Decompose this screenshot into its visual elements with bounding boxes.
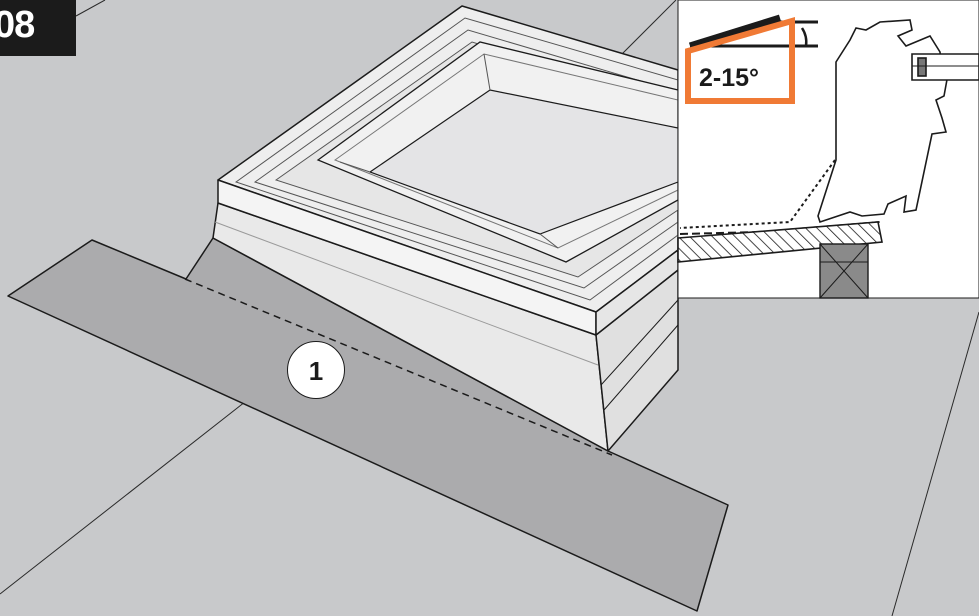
detail-inset [677,0,979,299]
fold-line [184,278,613,456]
step-number-badge: 08 [0,0,76,56]
slope-highlight-box [685,17,795,104]
skylight-upstand [212,202,679,452]
skylight-frame [217,5,679,336]
slope-range-label: 2-15° [699,64,760,92]
callout-membrane: 1 [287,341,345,399]
